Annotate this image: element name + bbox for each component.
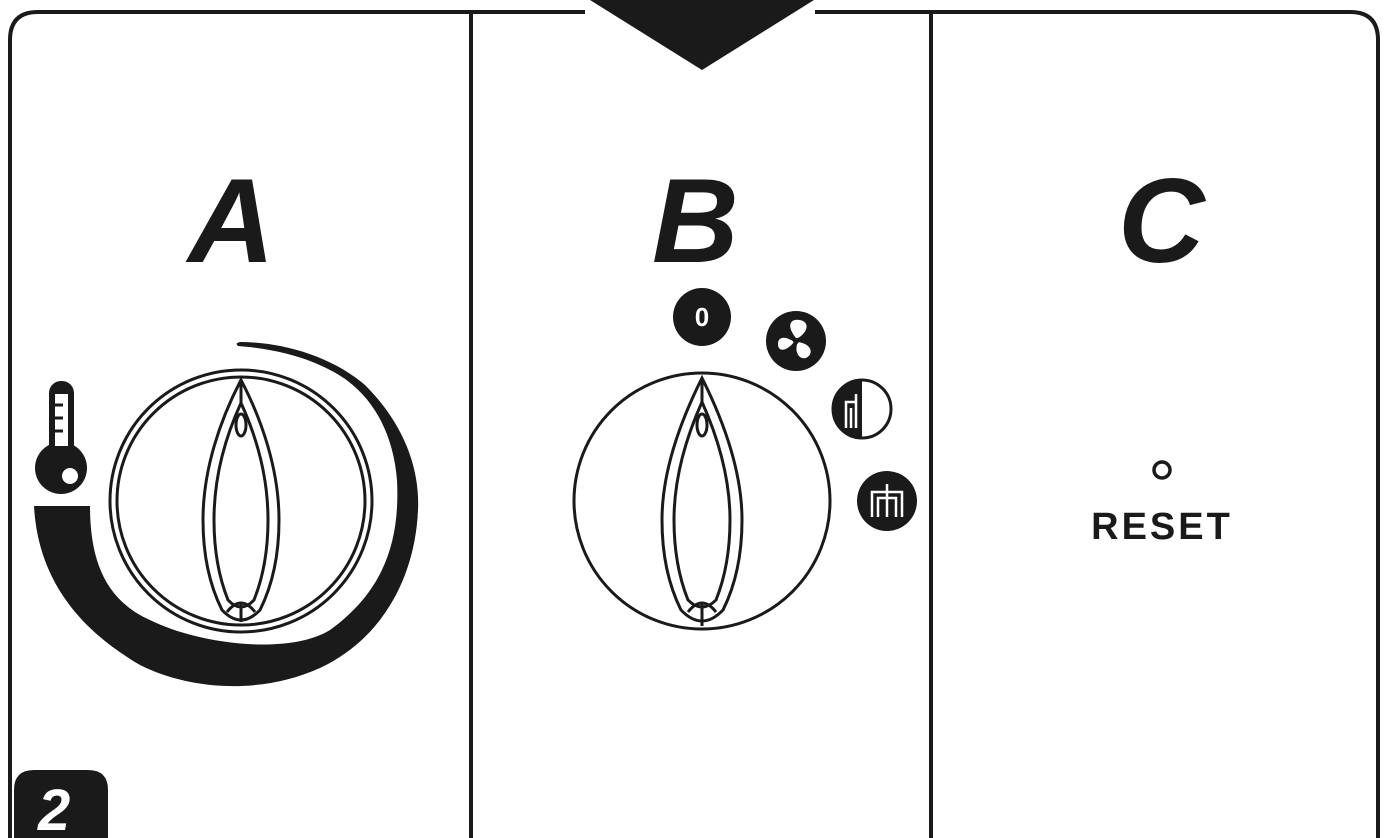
half-heat-icon xyxy=(833,380,891,438)
page-number-badge: 2 xyxy=(14,770,108,838)
panel-a-letter: A xyxy=(185,154,275,288)
panel-b-letter: B xyxy=(652,154,739,288)
mode-off-icon: 0 xyxy=(673,288,731,346)
reset-indicator-icon[interactable] xyxy=(1154,462,1170,478)
reset-label: RESET xyxy=(1091,506,1233,548)
mode-off-label: 0 xyxy=(695,302,709,332)
page-number: 2 xyxy=(37,778,70,838)
mode-selector-knob[interactable] xyxy=(574,373,830,629)
thermometer-icon xyxy=(35,381,87,494)
knob-b-indicator xyxy=(697,414,707,436)
pointer-triangle-icon xyxy=(578,0,826,74)
panel-c-letter: C xyxy=(1118,154,1207,288)
knob-a-indicator xyxy=(236,414,246,436)
full-heat-icon xyxy=(857,471,917,531)
fan-icon xyxy=(766,311,826,371)
thermostat-knob[interactable] xyxy=(110,370,372,632)
